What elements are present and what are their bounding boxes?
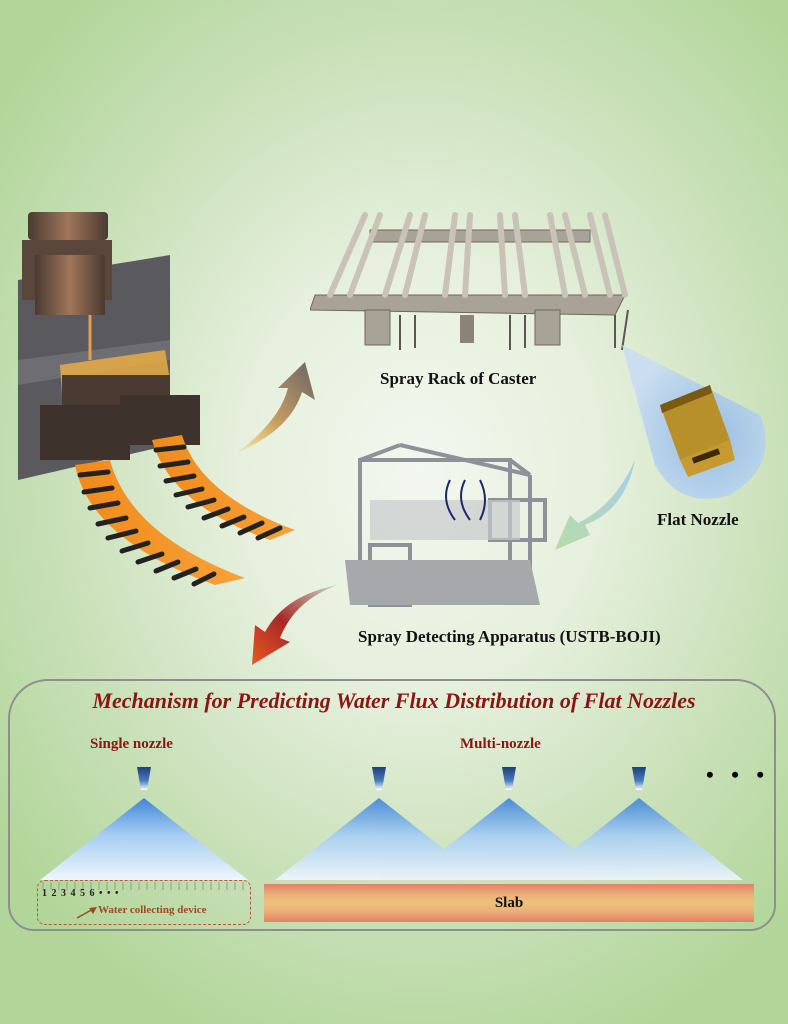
- nozzle-callout: [622, 345, 766, 499]
- spray-detecting-apparatus-illustration: [345, 443, 547, 607]
- single-nozzle-label: Single nozzle: [90, 736, 173, 752]
- flat-nozzle-label: Flat Nozzle: [657, 510, 739, 529]
- slab-label: Slab: [494, 894, 524, 911]
- arrow-to-mechanism-icon: [252, 585, 338, 665]
- mechanism-panel: [8, 679, 776, 931]
- water-collecting-device: [37, 880, 251, 925]
- multi-nozzle-icons: [372, 767, 646, 790]
- water-collecting-device-label: Water collecting device: [98, 904, 207, 916]
- collector-pointer-arrow-icon: [76, 907, 97, 919]
- spray-rack-label: Spray Rack of Caster: [380, 369, 537, 388]
- flat-nozzle-icon: [660, 385, 735, 477]
- slab: Slab: [264, 884, 754, 922]
- spray-rack-illustration: [310, 212, 629, 350]
- apparatus-label: Spray Detecting Apparatus (USTB-BOJI): [358, 627, 661, 646]
- single-spray-fan: [40, 798, 248, 880]
- multi-nozzle-label: Multi-nozzle: [460, 736, 541, 752]
- continuous-caster-illustration: [18, 212, 295, 587]
- spray-diagram: [40, 767, 743, 890]
- collector-numbers: 1 2 3 4 5 6 • • •: [42, 888, 120, 899]
- mechanism-title: Mechanism for Predicting Water Flux Dist…: [92, 688, 696, 713]
- single-nozzle-icon: [137, 767, 151, 790]
- arrow-up-icon: [238, 362, 315, 452]
- arrow-down-left-icon: [555, 460, 635, 550]
- multi-spray-fans: [275, 798, 743, 880]
- more-nozzles-ellipsis: • • •: [706, 762, 771, 787]
